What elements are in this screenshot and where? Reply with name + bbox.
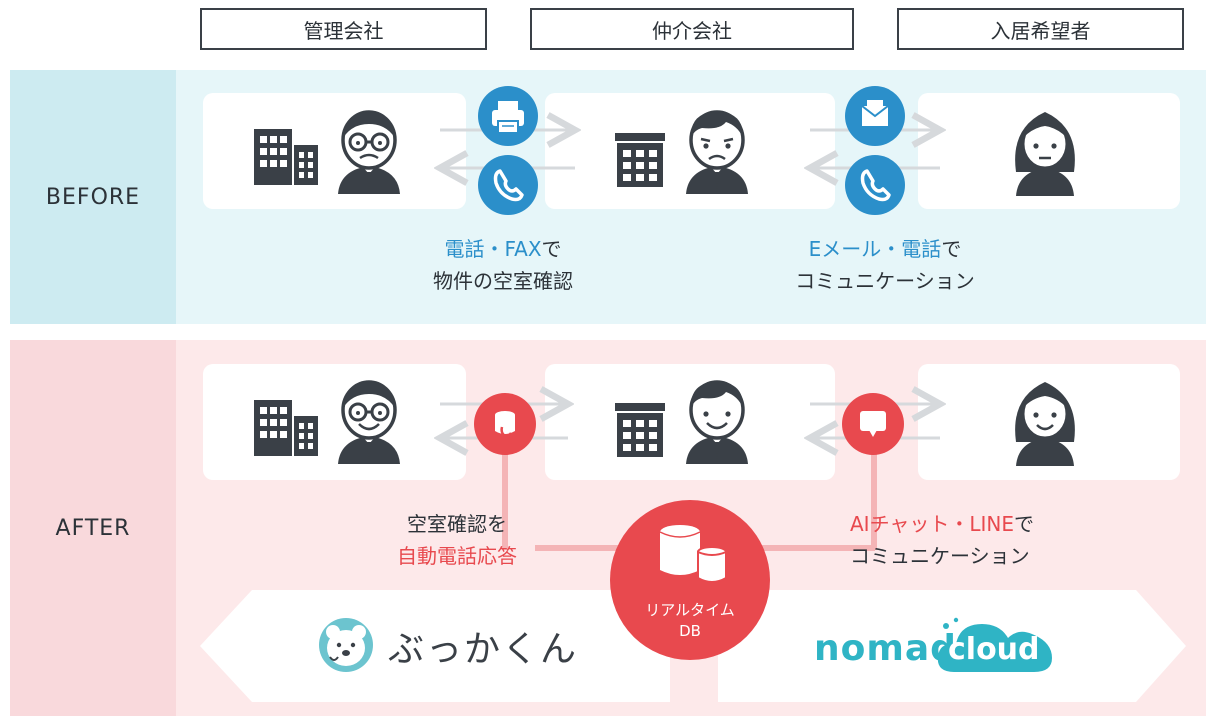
businessman-glasses-icon [338, 110, 400, 194]
after-caption-right: AIチャット・LINEで コミュニケーション [850, 508, 1080, 572]
cloud-icon [937, 617, 1052, 672]
nomad-cloud-logo: nomad cloud [814, 614, 1064, 674]
building-icon [254, 400, 318, 456]
before-caption-left-suffix: で [541, 237, 562, 261]
before-label-area: BEFORE [10, 70, 176, 324]
connector-right-vertical [871, 440, 877, 550]
polar-bear-logo-icon [319, 618, 373, 672]
database-icon [659, 525, 727, 583]
product-right-name-2: cloud [948, 632, 1040, 667]
after-caption-left: 空室確認を 自動電話応答 [362, 508, 552, 572]
businessman-icon [686, 380, 748, 464]
product-right-name-1: nomad [814, 628, 957, 669]
db-label-line2: DB [679, 622, 701, 640]
auto-phone-circle [474, 393, 536, 455]
product-left-name: ぶっかくん [388, 629, 579, 670]
role-applicant: 入居希望者 [897, 8, 1184, 50]
businessman-glasses-icon [338, 380, 400, 464]
after-caption-left-highlight: 自動電話応答 [397, 544, 517, 568]
connector-left-vertical [502, 440, 508, 550]
role-broker: 仲介会社 [530, 8, 854, 50]
chat-bubble-icon [860, 411, 886, 437]
office-icon [615, 133, 665, 187]
phone-circle-right [845, 155, 905, 215]
db-label-line1: リアルタイム [645, 601, 735, 619]
building-icon [254, 129, 318, 185]
role-applicant-label: 入居希望者 [990, 18, 1091, 43]
after-caption-right-highlight: AIチャット・LINE [850, 512, 1015, 536]
after-caption-left-line1: 空室確認を [407, 512, 507, 536]
phone-icon [860, 169, 891, 202]
before-caption-left-highlight: 電話・FAX [444, 237, 542, 261]
phone-circle-left [478, 155, 538, 215]
woman-icon [1015, 382, 1075, 466]
after-caption-right-suffix: で [1014, 512, 1035, 536]
after-card-management [203, 364, 466, 480]
connector-right-horizontal [755, 545, 875, 551]
connector-left-horizontal [535, 545, 655, 551]
realtime-db-circle: リアルタイム DB [610, 500, 770, 660]
after-label-area: AFTER [10, 340, 176, 716]
role-management: 管理会社 [200, 8, 487, 50]
fax-icon [492, 101, 524, 134]
role-broker-label: 仲介会社 [652, 18, 732, 43]
after-label: AFTER [55, 515, 131, 541]
after-caption-right-line2: コミュニケーション [850, 544, 1030, 568]
phone-icon [493, 169, 524, 202]
chat-circle [842, 393, 904, 455]
mail-icon [861, 100, 889, 126]
role-management-label: 管理会社 [303, 18, 384, 43]
before-caption-right-suffix: で [941, 237, 962, 261]
before-caption-left: 電話・FAXで 物件の空室確認 [388, 233, 618, 297]
before-caption-right: Eメール・電話で コミュニケーション [760, 233, 1010, 297]
before-label: BEFORE [45, 184, 141, 210]
before-caption-left-line2: 物件の空室確認 [433, 269, 573, 293]
businessman-icon [686, 110, 748, 194]
office-icon [615, 403, 665, 457]
before-card-management [203, 93, 466, 209]
before-caption-right-line2: コミュニケーション [795, 269, 975, 293]
woman-icon [1015, 112, 1075, 196]
before-caption-right-highlight: Eメール・電話 [808, 237, 942, 261]
phone-db-icon [495, 411, 515, 439]
mail-circle [845, 86, 905, 146]
fax-circle [478, 86, 538, 146]
product-banner-left [200, 590, 670, 702]
